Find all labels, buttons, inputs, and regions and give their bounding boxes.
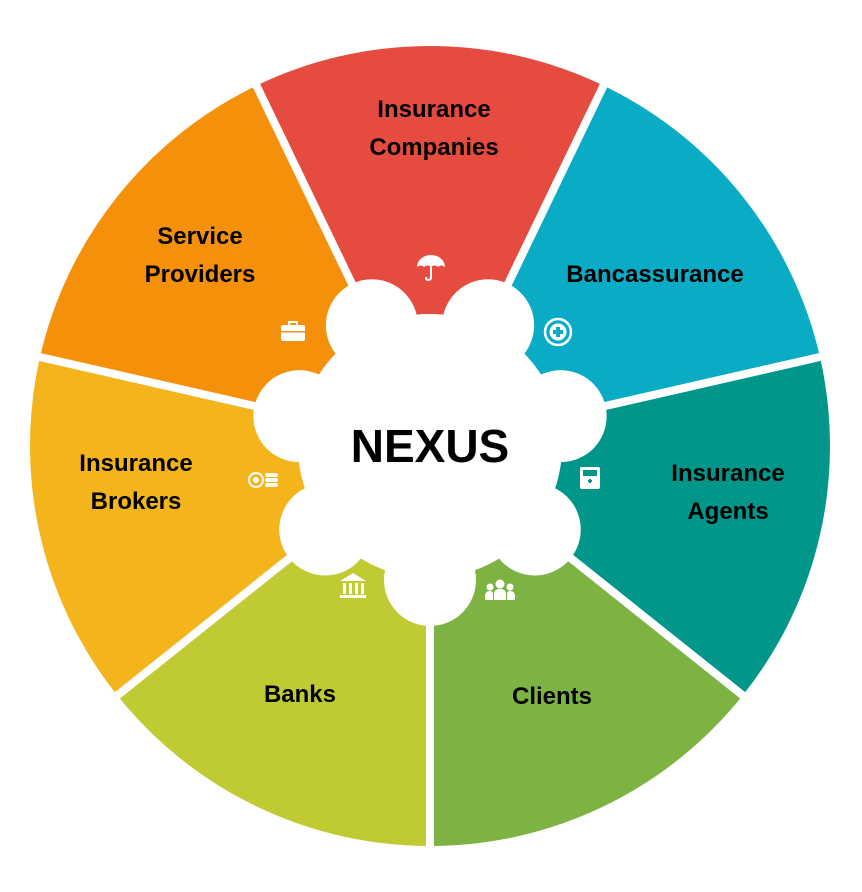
segment-label-line: Insurance (79, 450, 192, 477)
umbrella-icon (417, 255, 445, 282)
segment-label-line: Providers (145, 261, 256, 288)
segment-label-line: Banks (264, 681, 336, 708)
segment-label-line: Bancassurance (566, 261, 743, 288)
segment-label-line: Insurance (377, 96, 490, 123)
coins-icon (248, 472, 278, 488)
segment-label-line: Agents (687, 498, 768, 525)
center-title: NEXUS (351, 420, 509, 472)
segment-label-bancassurance: Bancassurance (566, 261, 743, 288)
segment-label-line: Clients (512, 683, 592, 710)
segment-label-line: Service (157, 223, 242, 250)
people-group-icon (485, 579, 515, 600)
segment-label-line: Insurance (671, 460, 784, 487)
hub-circle (298, 314, 562, 578)
center-hub (253, 279, 607, 626)
segment-label-clients: Clients (512, 683, 592, 710)
medical-cross-icon (543, 317, 573, 347)
segment-label-banks: Banks (264, 681, 336, 708)
segment-label-line: Companies (369, 134, 498, 161)
bank-building-icon (340, 573, 366, 598)
briefcase-icon (281, 321, 305, 341)
segment-label-line: Brokers (91, 488, 182, 515)
hospital-bed-icon (580, 467, 600, 489)
